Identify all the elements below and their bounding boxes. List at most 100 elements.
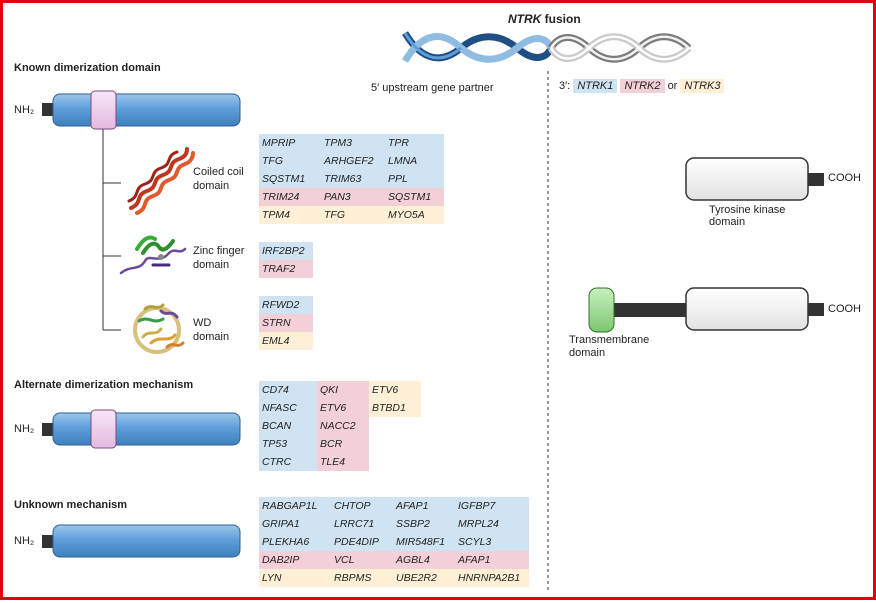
- ntrk1-chip: NTRK1: [573, 79, 618, 93]
- coiled-coil-label-1: Coiled coil: [193, 166, 244, 178]
- gene-cell: TLE4: [317, 453, 369, 471]
- gene-cell: TPR: [385, 134, 444, 152]
- gene-cell: AFAP1: [455, 551, 529, 569]
- ntrk2-chip: NTRK2: [620, 79, 665, 93]
- zinc-finger-label-1: Zinc finger: [193, 245, 245, 257]
- unknown-protein-bar: [52, 524, 241, 558]
- cooh-label-top: COOH: [828, 172, 861, 184]
- gene-cell: DAB2IP: [259, 551, 331, 569]
- transmembrane-linker: [608, 303, 688, 317]
- gene-row: IRF2BP2: [259, 242, 313, 260]
- gene-cell: NACC2: [317, 417, 369, 435]
- gene-cell: VCL: [331, 551, 393, 569]
- unknown-nh2-label: NH₂: [14, 535, 35, 547]
- downstream-prefix: 3′:: [559, 80, 571, 92]
- gene-cell: MPRIP: [259, 134, 321, 152]
- gene-cell: TPM4: [259, 206, 321, 224]
- gene-cell: [369, 417, 421, 435]
- gene-row: RFWD2: [259, 296, 313, 314]
- dna-helix-right: [548, 33, 692, 63]
- gene-cell: TRIM63: [321, 170, 385, 188]
- gene-cell: MRPL24: [455, 515, 529, 533]
- gene-cell: RBPMS: [331, 569, 393, 587]
- gene-cell: [369, 453, 421, 471]
- gene-cell: LYN: [259, 569, 331, 587]
- gene-cell: TRAF2: [259, 260, 313, 278]
- gene-cell: AGBL4: [393, 551, 455, 569]
- gene-cell: RFWD2: [259, 296, 313, 314]
- gene-cell: BTBD1: [369, 399, 421, 417]
- ntrk-partner-legend: 3′: NTRK1 NTRK2 or NTRK3: [559, 79, 725, 93]
- gene-cell: PPL: [385, 170, 444, 188]
- gene-cell: [369, 435, 421, 453]
- gene-cell: NFASC: [259, 399, 317, 417]
- coiled-coil-structure-icon: [127, 147, 195, 215]
- transmembrane-label-1: Transmembrane: [569, 334, 650, 346]
- gene-cell: IRF2BP2: [259, 242, 313, 260]
- alternate-dimerization-domain: [90, 409, 117, 449]
- diagram-graphics: [42, 31, 824, 593]
- unknown-section-title: Unknown mechanism: [14, 499, 128, 511]
- upstream-partner-label: 5′ upstream gene partner: [371, 82, 494, 94]
- gene-cell: ETV6: [317, 399, 369, 417]
- alternate-protein-bar: [52, 412, 241, 446]
- gene-cell: HNRNPA2B1: [455, 569, 529, 587]
- gene-cell: TRIM24: [259, 188, 321, 206]
- domain-connector-lines: [102, 129, 121, 331]
- zinc-finger-label-2: domain: [193, 259, 230, 271]
- gene-cell: EML4: [259, 332, 313, 350]
- dna-helix-left: [401, 31, 555, 63]
- gene-row: TRAF2: [259, 260, 313, 278]
- gene-cell: BCR: [317, 435, 369, 453]
- gene-cell: IGFBP7: [455, 497, 529, 515]
- gene-cell: QKI: [317, 381, 369, 399]
- gene-cell: SQSTM1: [259, 170, 321, 188]
- alternate-nh2-label: NH₂: [14, 423, 35, 435]
- alternate-section-title: Alternate dimerization mechanism: [14, 379, 194, 391]
- gene-cell: PDE4DIP: [331, 533, 393, 551]
- or-word: or: [667, 80, 678, 92]
- kinase-domain-bottom: [685, 287, 809, 331]
- transmembrane-label-2: domain: [569, 347, 606, 359]
- known-nh2-label: NH₂: [14, 104, 35, 116]
- gene-cell: CHTOP: [331, 497, 393, 515]
- gene-cell: MIR548F1: [393, 533, 455, 551]
- fusion-title: NTRK fusion: [508, 12, 581, 26]
- gene-cell: TP53: [259, 435, 317, 453]
- wd-label-2: domain: [193, 331, 230, 343]
- gene-cell: TPM3: [321, 134, 385, 152]
- kinase-top-cooh-stub: [808, 173, 824, 186]
- zinc-finger-structure-icon: [119, 235, 187, 275]
- gene-cell: SCYL3: [455, 533, 529, 551]
- gene-cell: RABGAP1L: [259, 497, 331, 515]
- transmembrane-domain: [588, 287, 615, 333]
- known-dimerization-domain: [90, 90, 117, 130]
- kinase-bottom-cooh-stub: [808, 303, 824, 316]
- gene-cell: TFG: [259, 152, 321, 170]
- known-protein-bar: [52, 93, 241, 127]
- gene-cell: ETV6: [369, 381, 421, 399]
- coiled-coil-label-2: domain: [193, 180, 230, 192]
- gene-cell: LRRC71: [331, 515, 393, 533]
- gene-cell: BCAN: [259, 417, 317, 435]
- gene-cell: PLEKHA6: [259, 533, 331, 551]
- alternate-nh2-stub: [42, 423, 54, 436]
